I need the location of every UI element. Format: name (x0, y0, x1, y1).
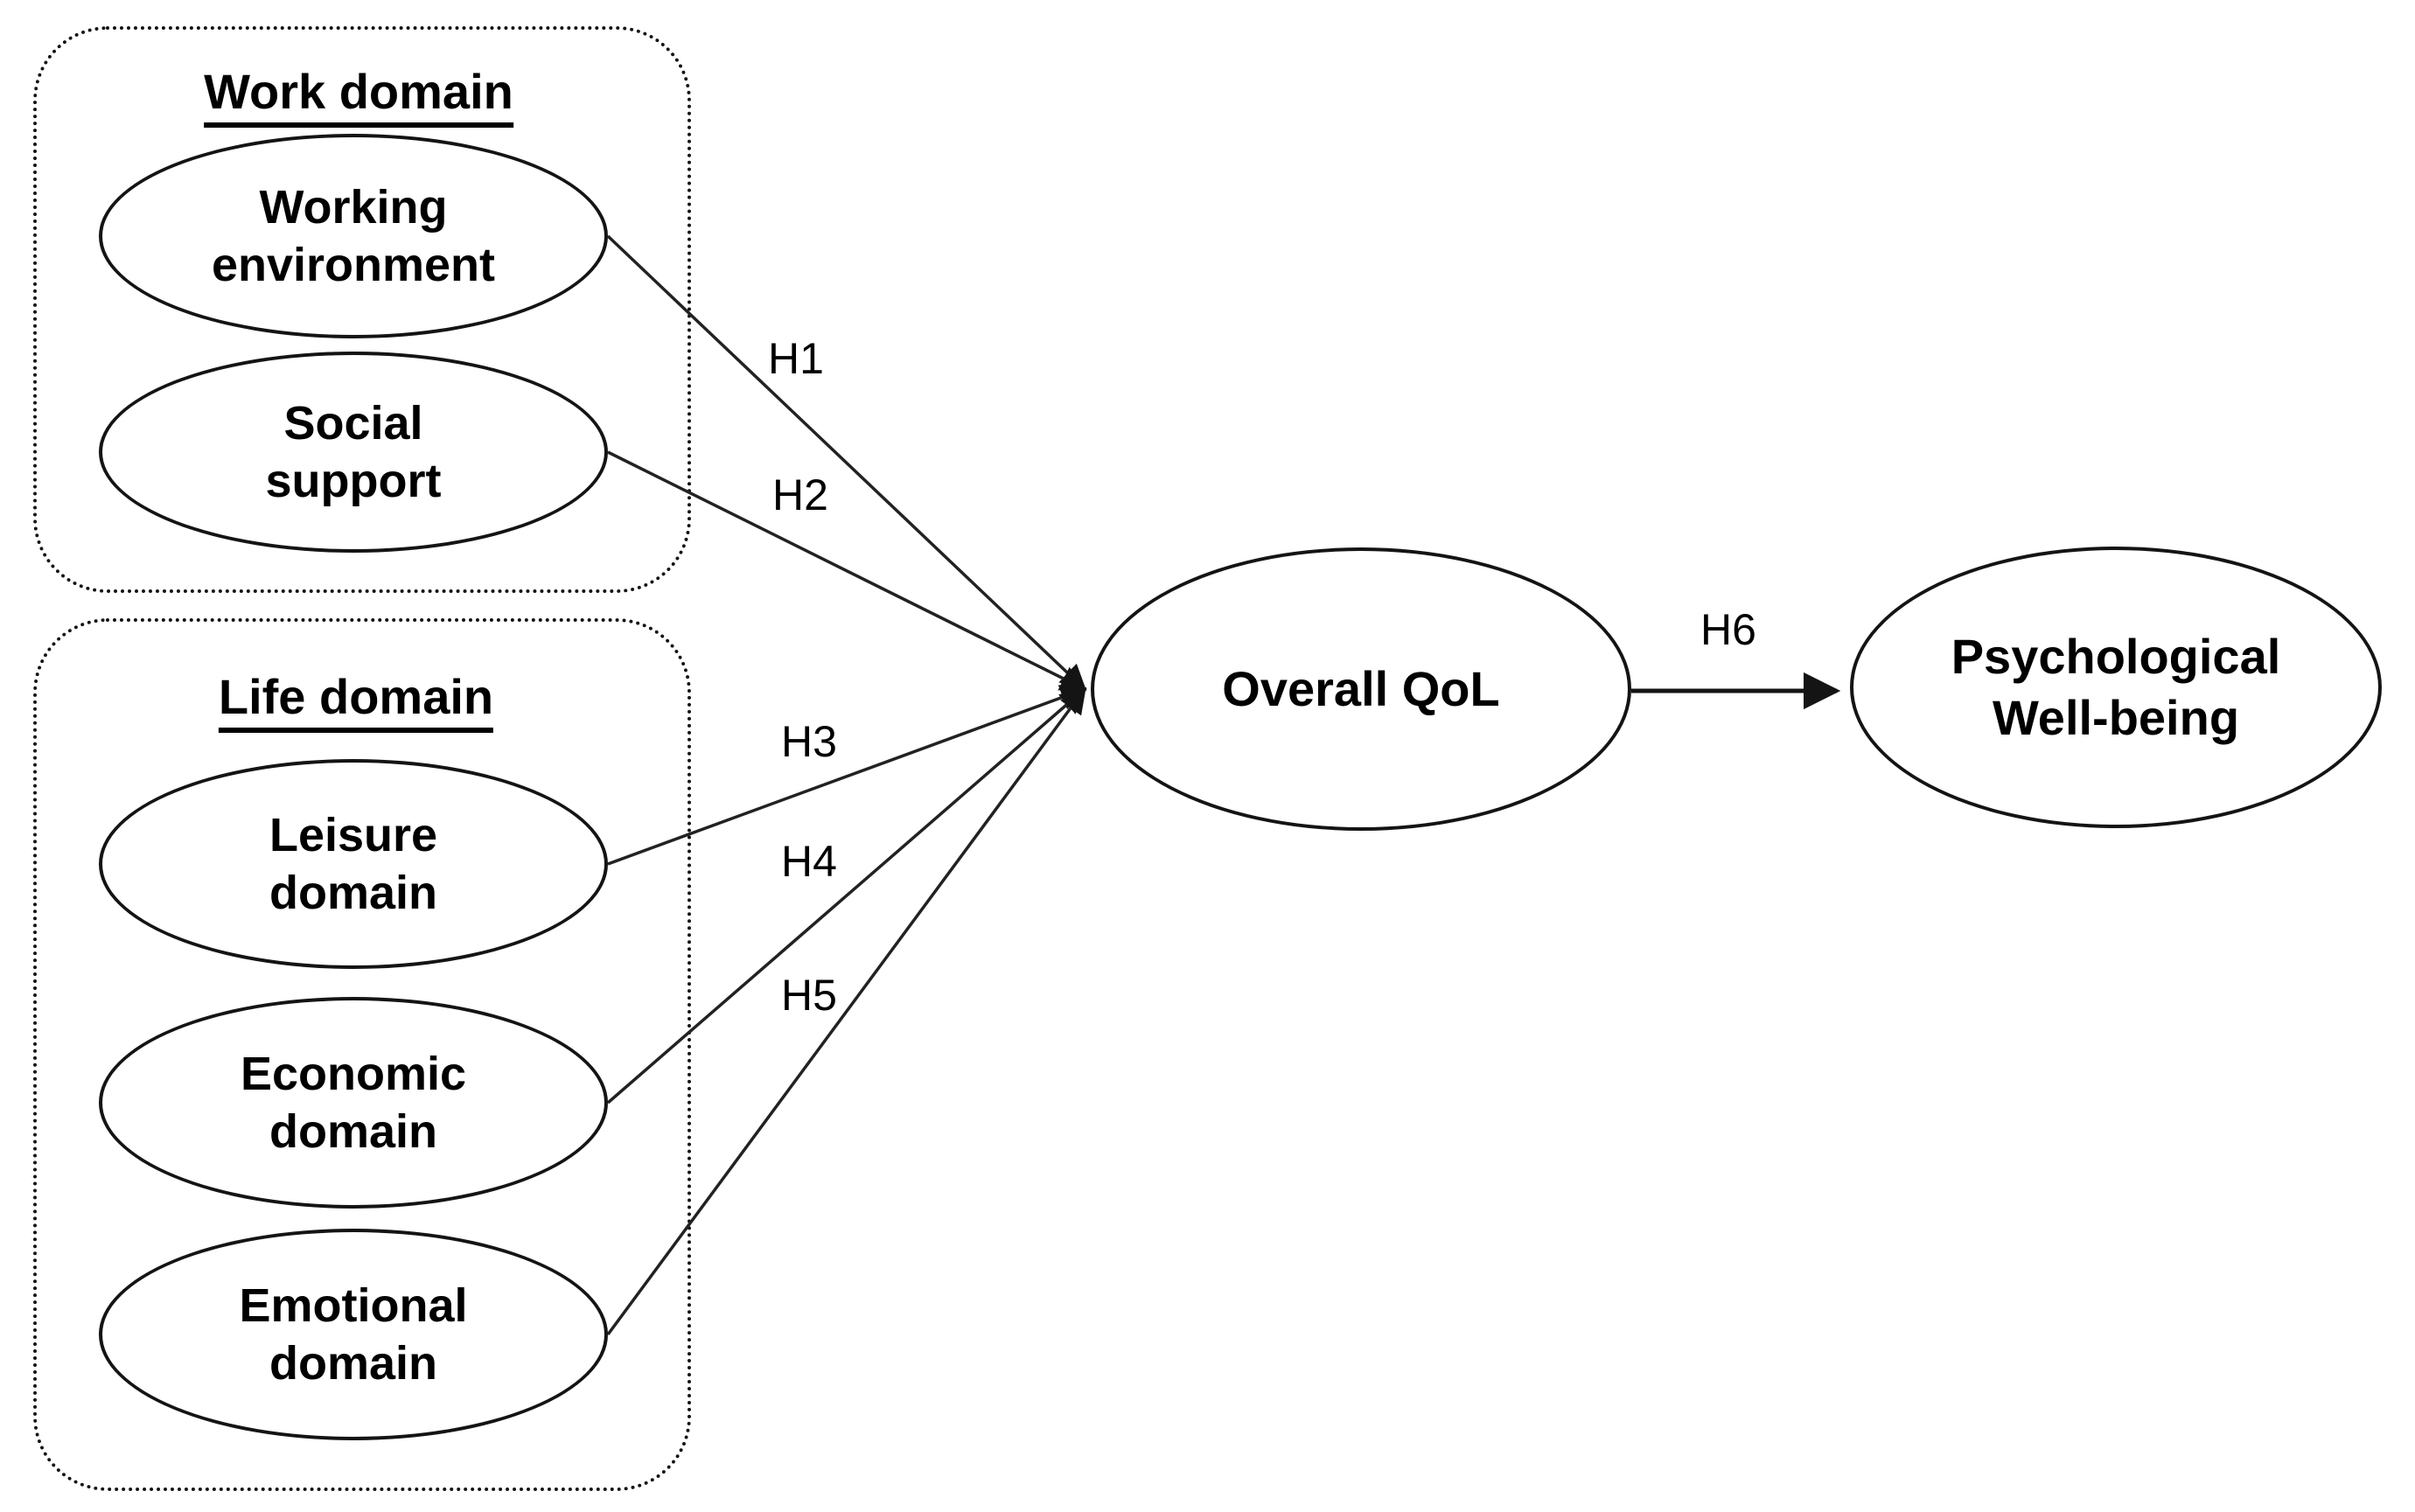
node-working-environment-line1: Working (259, 181, 448, 233)
node-leisure-domain: Leisure domain (99, 759, 608, 969)
node-psychological-wellbeing: Psychological Well-being (1850, 547, 2382, 828)
work-domain-title: Work domain (204, 63, 513, 128)
life-domain-title: Life domain (218, 668, 494, 733)
node-social-support: Social support (99, 352, 608, 553)
life-domain-title-text: Life domain (218, 669, 494, 733)
node-working-environment: Working environment (99, 134, 608, 338)
node-economic-domain-line2: domain (269, 1105, 437, 1158)
work-domain-title-text: Work domain (204, 64, 513, 128)
label-h2: H2 (772, 470, 828, 519)
label-h4: H4 (781, 837, 837, 886)
node-psychological-wellbeing-line1: Psychological (1951, 629, 2281, 684)
node-economic-domain: Economic domain (99, 997, 608, 1209)
node-emotional-domain-line1: Emotional (239, 1279, 468, 1332)
node-emotional-domain-line2: domain (269, 1337, 437, 1390)
node-leisure-domain-line2: domain (269, 867, 437, 919)
node-social-support-line2: support (265, 455, 442, 507)
node-economic-domain-line1: Economic (240, 1048, 467, 1100)
node-overall-qol: Overall QoL (1091, 547, 1631, 831)
node-social-support-line1: Social (283, 397, 423, 449)
node-leisure-domain-line1: Leisure (269, 809, 438, 861)
node-overall-qol-label: Overall QoL (1222, 661, 1500, 716)
label-h5: H5 (781, 971, 837, 1020)
node-psychological-wellbeing-line2: Well-being (1992, 690, 2240, 745)
node-emotional-domain: Emotional domain (99, 1229, 608, 1440)
label-h1: H1 (768, 334, 824, 383)
node-working-environment-line2: environment (211, 239, 496, 291)
label-h3: H3 (781, 717, 837, 766)
label-h6: H6 (1700, 605, 1756, 654)
